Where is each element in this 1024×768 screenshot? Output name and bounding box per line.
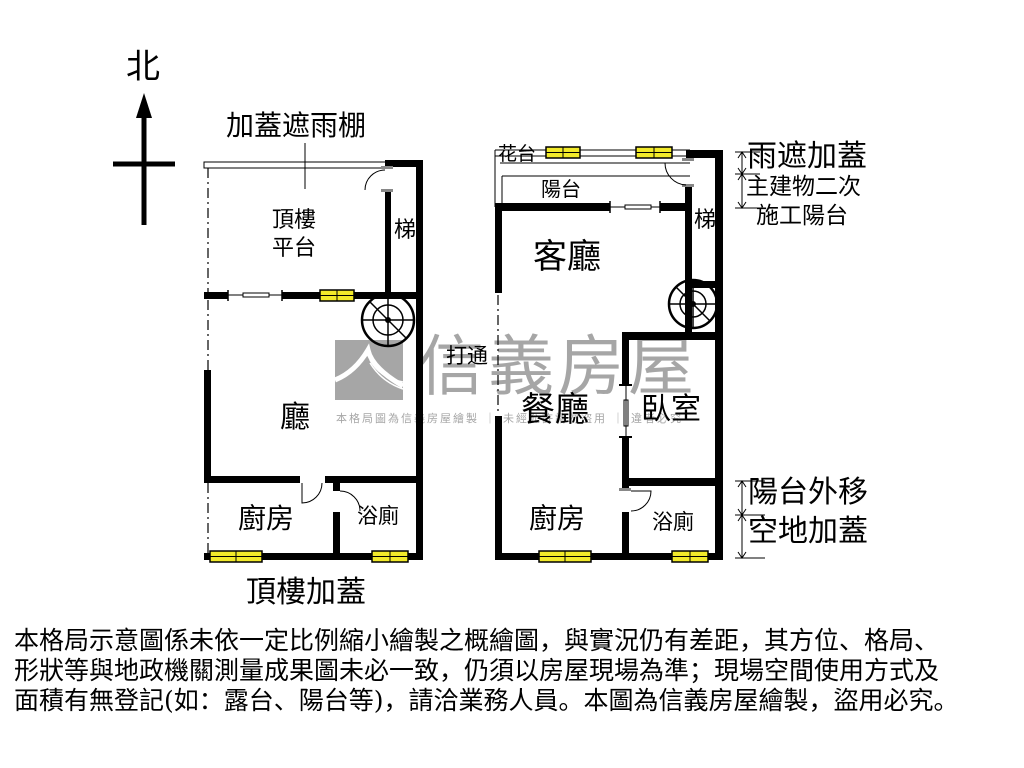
window-icon — [209, 550, 263, 563]
north-arrow-icon — [113, 93, 175, 225]
spiral-stair-icon — [667, 278, 719, 330]
window-icon — [319, 289, 355, 302]
rooftop-addition-annotation: 頂樓加蓋 — [246, 575, 366, 610]
room-label-bathroom-left: 浴廁 — [357, 504, 399, 528]
room-label-roof-terrace-1: 頂樓 — [272, 208, 317, 233]
room-label-bedroom: 臥室 — [641, 392, 701, 427]
room-label-planter: 花台 — [498, 143, 537, 165]
opening-label: 打通 — [446, 344, 488, 368]
watermark-brand: 信義房屋 — [418, 328, 698, 405]
room-label-kitchen-right: 廚房 — [529, 502, 586, 535]
side-note-balcony-moved: 陽台外移 — [748, 475, 868, 510]
room-label-hall: 廳 — [280, 400, 310, 435]
room-label-dining-room: 餐廳 — [521, 390, 589, 430]
left-floor-plan — [203, 143, 423, 563]
dimension-line-icon — [735, 151, 760, 209]
window-icon — [671, 550, 709, 563]
dimension-line-icon — [735, 480, 765, 559]
window-icon — [635, 146, 673, 159]
room-label-kitchen-left: 廚房 — [238, 502, 295, 535]
room-label-bathroom-right: 浴廁 — [652, 510, 694, 534]
spiral-stair-icon — [360, 292, 416, 348]
room-label-living-room: 客廳 — [533, 237, 601, 277]
window-icon — [545, 146, 581, 159]
disclaimer-line-1: 本格局示意圖係未依一定比例縮小繪製之概繪圖，與實況仍有差距，其方位、格局、 — [14, 626, 940, 655]
side-note-rain-cover: 雨遮加蓋 — [747, 139, 867, 174]
window-icon — [371, 550, 409, 563]
right-floor-plan — [494, 146, 765, 563]
side-note-secondary-construction: 主建物二次 — [746, 174, 861, 200]
disclaimer-line-3: 面積有無登記(如：露台、陽台等)，請洽業務人員。本圖為信義房屋繪製，盜用必究。 — [14, 686, 959, 715]
watermark-subtext: 本格局圖為信義房屋繪製 ｜ 未經允許請勿盜用 ｜ 違者必究 — [336, 412, 683, 425]
window-icon — [538, 550, 592, 563]
room-label-roof-terrace-2: 平台 — [272, 236, 317, 261]
side-note-balcony-construction: 施工陽台 — [756, 203, 848, 229]
compass-north-label: 北 — [126, 47, 160, 87]
disclaimer-line-2: 形狀等與地政機關測量成果圖未必一致，仍須以房屋現場為準；現場空間使用方式及 — [14, 656, 940, 685]
room-label-balcony: 陽台 — [541, 177, 581, 201]
room-label-stairs-left: 梯 — [394, 218, 417, 243]
disclaimer-text: 本格局示意圖係未依一定比例縮小繪製之概繪圖，與實況仍有差距，其方位、格局、 形狀… — [14, 626, 1014, 716]
canopy-annotation: 加蓋遮雨棚 — [226, 109, 367, 142]
side-note-open-space-addition: 空地加蓋 — [748, 514, 868, 549]
room-label-stairs-right: 梯 — [694, 208, 717, 233]
